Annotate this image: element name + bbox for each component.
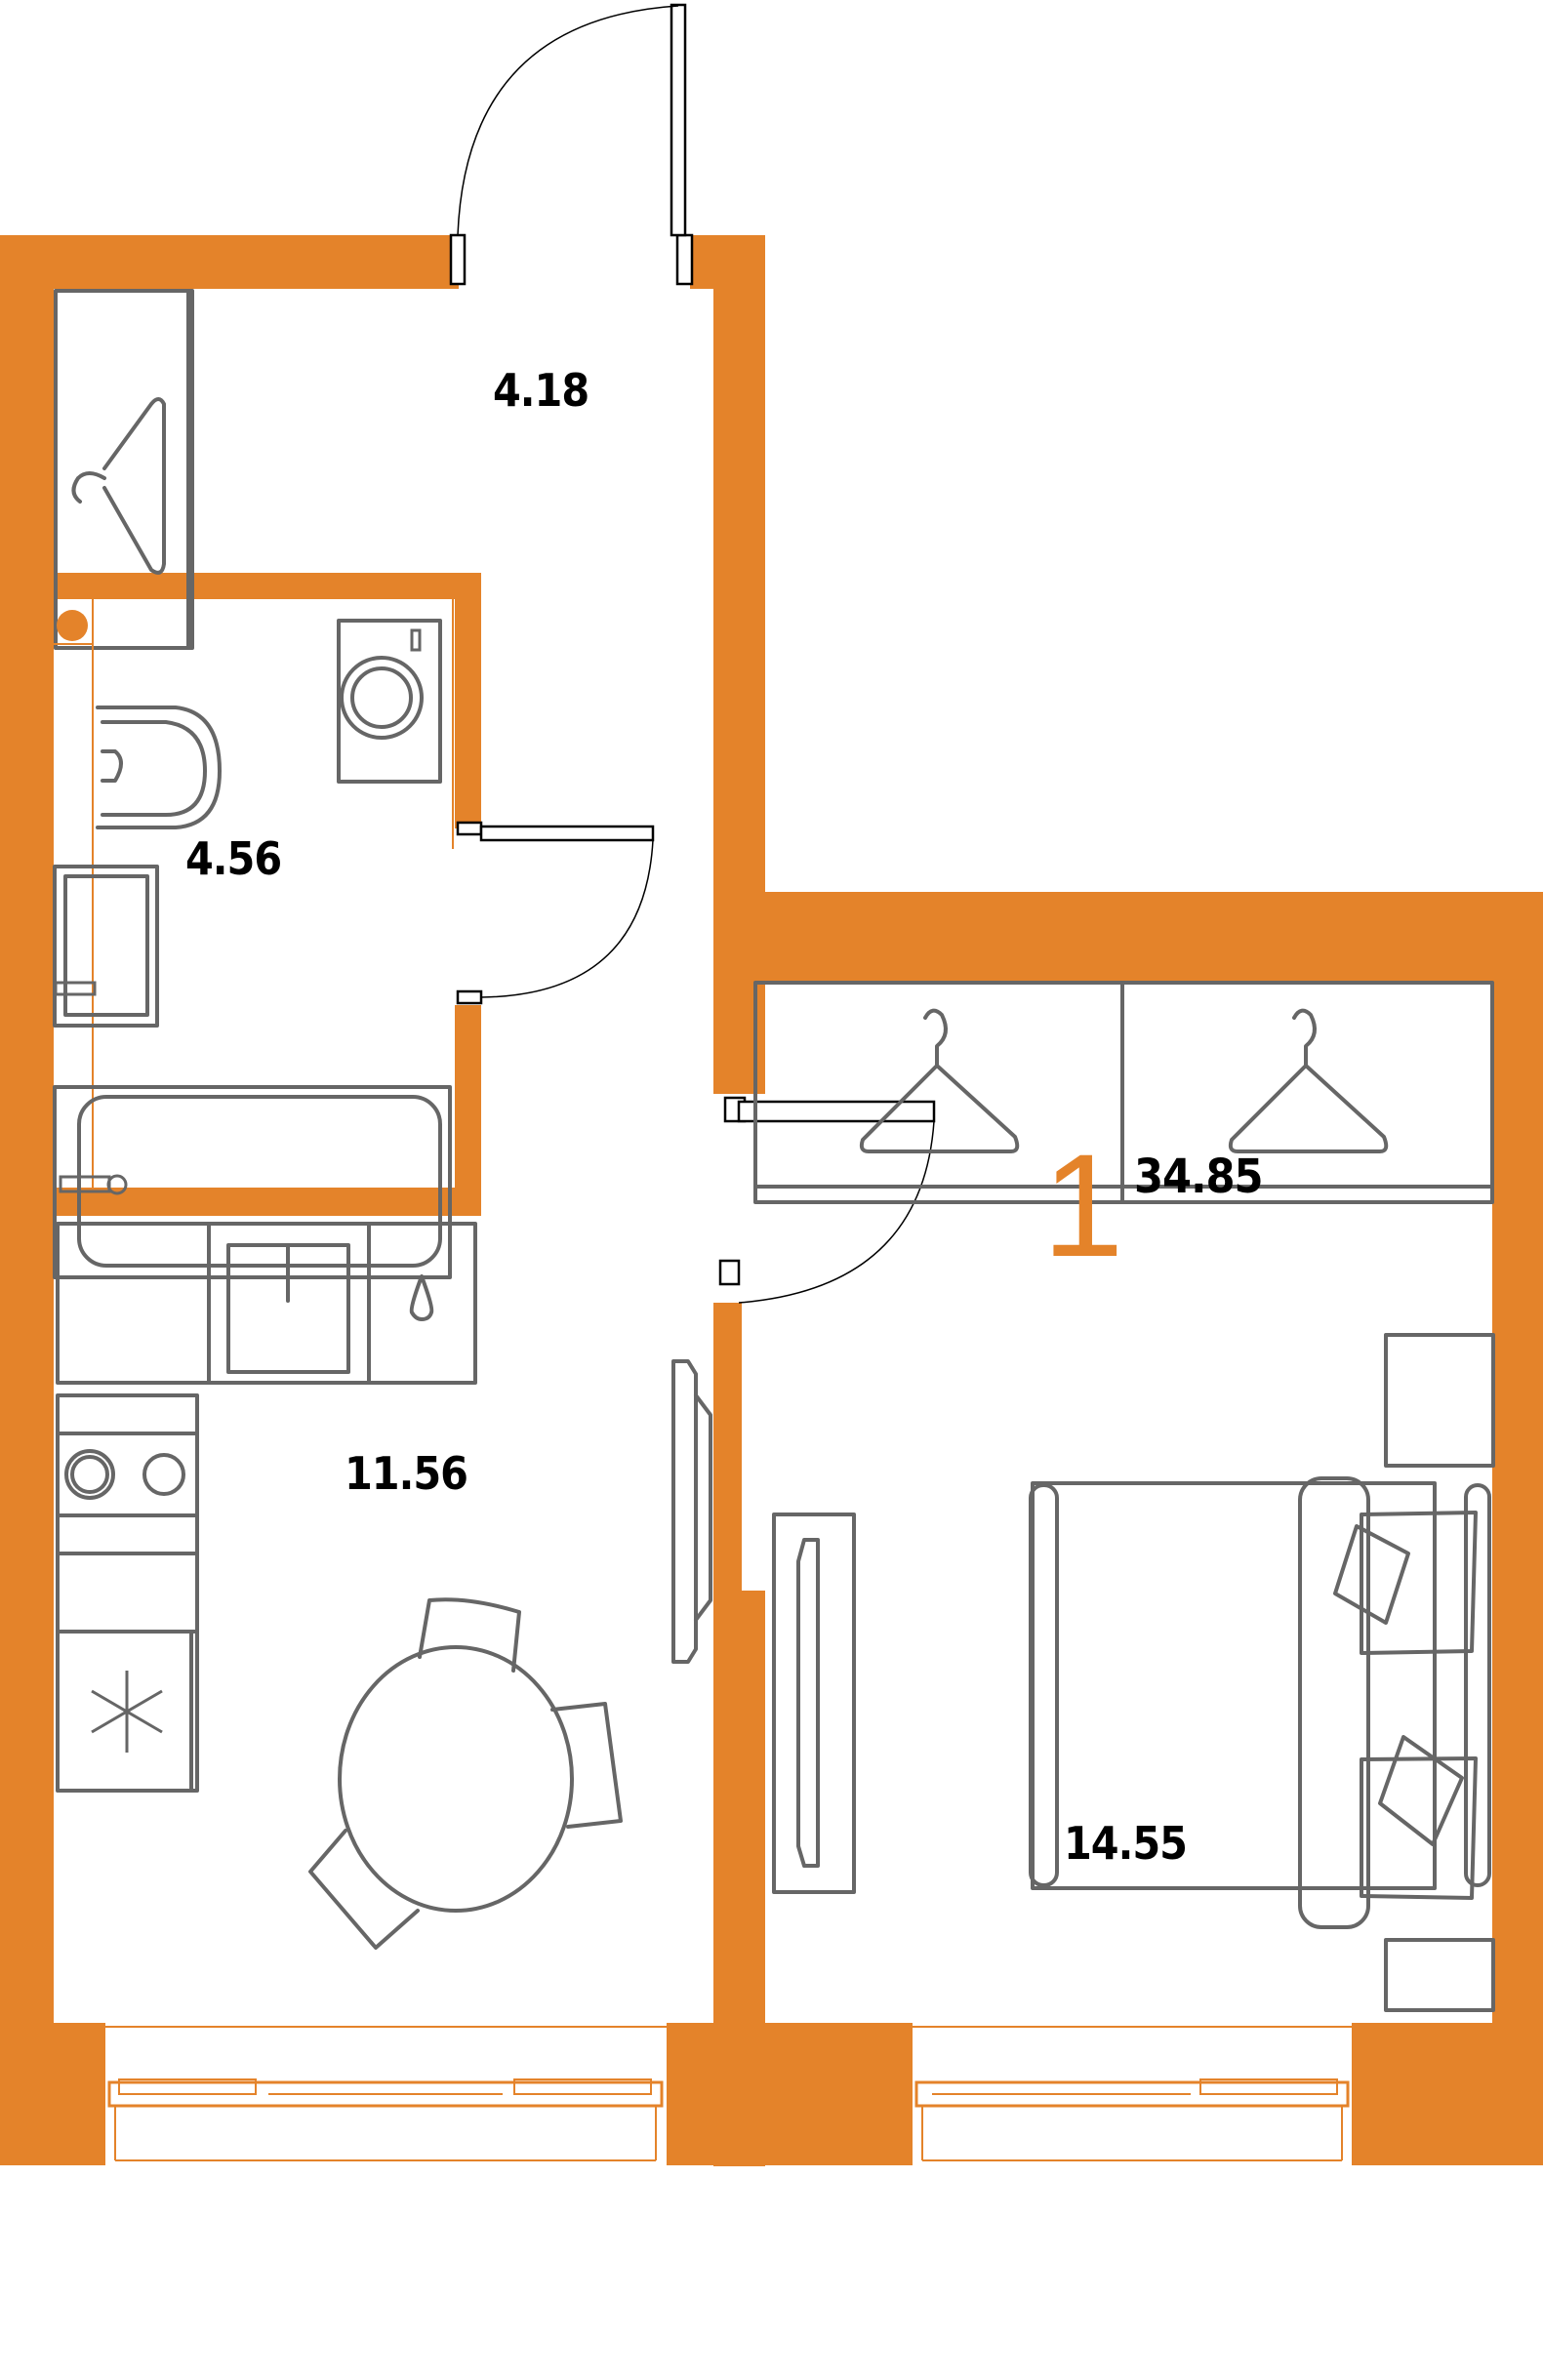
bathtub <box>53 1085 452 1279</box>
rooms-count: 1 <box>1042 1123 1124 1287</box>
bedroom-area-label: 14.55 <box>1064 1817 1188 1870</box>
entrance-door[interactable] <box>449 3 694 286</box>
kitchen-area-label: 11.56 <box>345 1447 468 1500</box>
sink <box>53 865 159 1028</box>
bathroom-fixtures <box>53 599 454 1279</box>
tv-stand <box>772 1513 856 1894</box>
hanger-icon <box>71 397 166 575</box>
bedroom-wardrobe <box>753 981 1494 1204</box>
washing-machine <box>337 619 442 784</box>
nightstand <box>1384 1333 1495 1468</box>
hanger-icon <box>859 1008 1020 1153</box>
bathroom-area-label: 4.56 <box>185 832 282 885</box>
stove <box>64 1449 185 1500</box>
kitchen-window <box>105 2026 667 2161</box>
walls <box>0 235 1543 2166</box>
toilet <box>96 706 222 829</box>
snowflake-icon <box>91 1671 163 1753</box>
bed <box>1029 1476 1491 1929</box>
bedroom-window <box>913 2026 1352 2161</box>
dining-table <box>308 1597 623 1950</box>
total-area-label: 34.85 <box>1134 1150 1264 1204</box>
kitchen-sink <box>226 1243 350 1374</box>
hallway-area-label: 4.18 <box>493 364 589 417</box>
hallway-wardrobe <box>54 289 194 650</box>
water-drop-icon <box>409 1274 434 1321</box>
hanger-icon <box>1228 1008 1389 1153</box>
kitchen-tv <box>671 1359 712 1664</box>
bathroom-door[interactable] <box>456 821 655 1005</box>
nightstand <box>1384 1938 1495 2012</box>
kitchen-counter <box>56 1222 477 1793</box>
